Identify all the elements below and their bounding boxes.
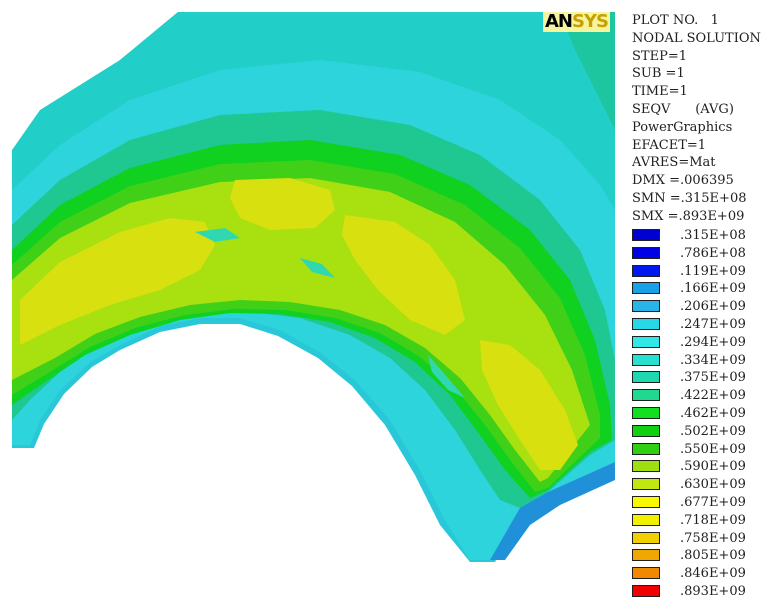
legend-swatch xyxy=(632,424,660,437)
info-line: PLOT NO. 1 xyxy=(632,13,719,28)
info-line: AVRES=Mat xyxy=(632,155,716,171)
legend-entry: .846E+09 xyxy=(632,565,772,583)
info-line: DMX =.006395 xyxy=(632,173,734,189)
contour-spot-3 xyxy=(428,355,465,398)
legend-label: .846E+09 xyxy=(680,566,746,582)
contour-rim-face xyxy=(490,462,615,560)
info-line: SMX =.893E+09 xyxy=(632,208,745,224)
contour-yellow-cell-3 xyxy=(342,215,465,335)
legend-entry: .550E+09 xyxy=(632,441,772,459)
legend-entry: .315E+08 xyxy=(632,227,772,245)
legend-label: .315E+08 xyxy=(680,228,746,243)
legend-swatch xyxy=(632,389,660,402)
legend-swatch xyxy=(632,460,660,473)
legend-swatch xyxy=(632,513,660,526)
model-viewport[interactable] xyxy=(0,0,620,592)
contour-yellow-cell-4 xyxy=(480,340,578,470)
legend-entry: .590E+09 xyxy=(632,458,772,476)
legend-swatch xyxy=(632,264,660,277)
info-line: SEQV (AVG) xyxy=(632,101,734,117)
legend-entry: .206E+09 xyxy=(632,298,772,316)
ansys-logo: ANSYS xyxy=(543,11,610,32)
contour-yellow-cell-2 xyxy=(230,178,335,230)
legend-label: .462E+09 xyxy=(680,405,746,421)
info-line: SMN =.315E+08 xyxy=(632,190,747,206)
legend-swatch xyxy=(632,246,660,259)
stress-contour-plot xyxy=(12,12,615,562)
legend-entry: .166E+09 xyxy=(632,280,772,298)
info-line: STEP=1 xyxy=(632,48,687,64)
legend-swatch xyxy=(632,584,660,597)
legend-entry: .462E+09 xyxy=(632,405,772,423)
legend-swatch xyxy=(632,406,660,419)
legend-swatch xyxy=(632,549,660,562)
legend-label: .166E+09 xyxy=(680,281,746,297)
legend-label: .630E+09 xyxy=(680,477,746,493)
legend-entry: .422E+09 xyxy=(632,387,772,405)
contour-spot-2 xyxy=(300,258,335,278)
legend-entry: .294E+09 xyxy=(632,334,772,352)
legend-label: .119E+09 xyxy=(680,263,746,279)
info-line: NODAL SOLUTION xyxy=(632,30,761,46)
legend-swatch xyxy=(632,317,660,330)
contour-legend: .315E+08 .786E+08 .119E+09 .166E+09 .206E+09… xyxy=(632,227,772,601)
legend-swatch xyxy=(632,478,660,491)
legend-entry: .805E+09 xyxy=(632,547,772,565)
legend-label: .422E+09 xyxy=(680,388,746,404)
legend-label: .718E+09 xyxy=(680,512,746,528)
legend-swatch xyxy=(632,495,660,508)
legend-entry: .247E+09 xyxy=(632,316,772,334)
legend-label: .502E+09 xyxy=(680,423,746,439)
legend-swatch xyxy=(632,442,660,455)
legend-label: .550E+09 xyxy=(680,441,746,457)
legend-label: .334E+09 xyxy=(680,352,746,368)
legend-label: .206E+09 xyxy=(680,299,746,315)
legend-swatch xyxy=(632,229,660,241)
info-line: TIME=1 xyxy=(632,84,688,100)
legend-entry: .334E+09 xyxy=(632,352,772,370)
legend-swatch xyxy=(632,353,660,366)
legend-entry: .119E+09 xyxy=(632,263,772,281)
legend-swatch xyxy=(632,335,660,348)
contour-spot-1 xyxy=(195,228,240,242)
legend-swatch xyxy=(632,567,660,580)
info-line: EFACET=1 xyxy=(632,137,707,153)
legend-entry: .375E+09 xyxy=(632,369,772,387)
legend-label: .590E+09 xyxy=(680,459,746,475)
legend-label: .758E+09 xyxy=(680,530,746,546)
legend-swatch xyxy=(632,531,660,544)
legend-swatch xyxy=(632,371,660,384)
legend-label: .294E+09 xyxy=(680,334,746,350)
legend-entry: .758E+09 xyxy=(632,530,772,548)
legend-entry: .786E+08 xyxy=(632,245,772,263)
legend-label: .375E+09 xyxy=(680,370,746,386)
legend-entry: .502E+09 xyxy=(632,423,772,441)
legend-entry: .677E+09 xyxy=(632,494,772,512)
legend-label: .677E+09 xyxy=(680,494,746,510)
info-line: PowerGraphics xyxy=(632,119,733,135)
legend-label: .786E+08 xyxy=(680,245,746,261)
legend-label: .805E+09 xyxy=(680,548,746,564)
legend-swatch xyxy=(632,300,660,313)
legend-swatch xyxy=(632,282,660,295)
legend-entry: .630E+09 xyxy=(632,476,772,494)
contour-yellow-cell-1 xyxy=(20,218,215,345)
legend-label: .247E+09 xyxy=(680,316,746,332)
info-line: SUB =1 xyxy=(632,66,685,82)
legend-entry: .718E+09 xyxy=(632,512,772,530)
